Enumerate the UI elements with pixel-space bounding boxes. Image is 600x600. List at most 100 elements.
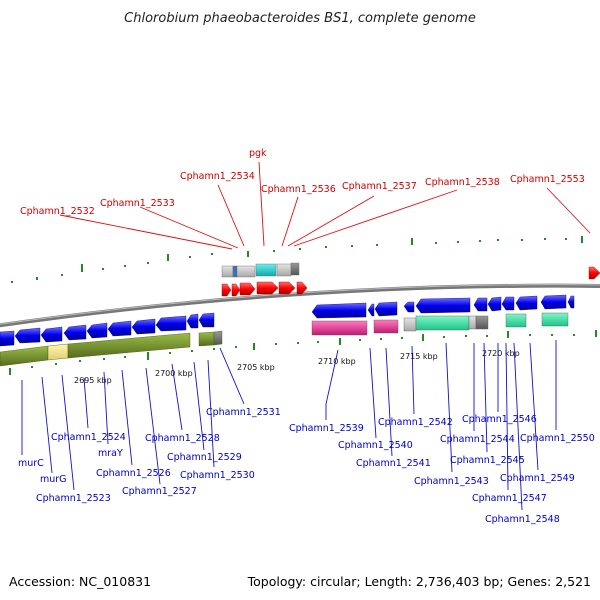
gene-feature[interactable] (232, 265, 238, 278)
gene-feature[interactable] (415, 315, 470, 331)
gene-label-bottom[interactable]: murC (18, 458, 44, 469)
gene-label-bottom[interactable]: Cphamn1_2549 (500, 473, 575, 484)
reverse-gene[interactable] (0, 330, 15, 347)
gene-feature[interactable] (403, 317, 417, 332)
gene-label-bottom[interactable]: Cphamn1_2544 (440, 434, 515, 445)
top-label-leader-lines (59, 161, 591, 250)
gene-feature[interactable] (290, 262, 300, 276)
forward-gene[interactable] (221, 283, 232, 297)
forward-gene[interactable] (256, 281, 279, 295)
gene-label-bottom[interactable]: Cphamn1_2540 (338, 440, 413, 451)
reverse-strand-genes-right (311, 294, 575, 319)
gene-feature[interactable] (0, 345, 49, 367)
reverse-gene[interactable] (186, 313, 199, 329)
forward-gene[interactable] (231, 283, 241, 297)
reverse-gene[interactable] (403, 301, 415, 313)
forward-gene[interactable] (239, 282, 256, 296)
gene-label-bottom[interactable]: Cphamn1_2539 (289, 423, 364, 434)
gene-feature[interactable] (541, 312, 569, 327)
gene-label-bottom[interactable]: Cphamn1_2523 (36, 493, 111, 504)
reverse-gene[interactable] (367, 303, 375, 317)
scale-label: 2695 kbp (74, 376, 112, 385)
gene-label-bottom[interactable]: Cphamn1_2524 (51, 432, 126, 443)
gene-label-bottom[interactable]: Cphamn1_2526 (96, 468, 171, 479)
gene-label-bottom[interactable]: Cphamn1_2531 (206, 407, 281, 418)
gene-label-top[interactable]: Cphamn1_2533 (100, 198, 175, 209)
gene-label-bottom[interactable]: Cphamn1_2545 (450, 455, 525, 466)
top-gene-labels: Cphamn1_2532 Cphamn1_2533 Cphamn1_2534 p… (20, 148, 585, 217)
scale-label: 2710 kbp (318, 357, 356, 366)
gene-label-bottom[interactable]: Cphamn1_2543 (414, 476, 489, 487)
reverse-gene[interactable] (155, 315, 187, 332)
gene-label-top[interactable]: Cphamn1_2532 (20, 206, 95, 217)
scale-label: 2715 kbp (400, 352, 438, 361)
reverse-gene[interactable] (107, 320, 132, 337)
reverse-gene[interactable] (501, 296, 515, 311)
forward-gene[interactable] (278, 281, 296, 295)
reverse-gene[interactable] (63, 324, 87, 341)
forward-gene[interactable] (296, 281, 308, 295)
reverse-gene[interactable] (86, 322, 108, 339)
forward-gene[interactable] (588, 266, 600, 280)
reverse-gene[interactable] (374, 301, 398, 317)
inner-tick-marks (9, 330, 597, 375)
gene-label-bottom[interactable]: Cphamn1_2529 (167, 452, 242, 463)
gene-label-top[interactable]: Cphamn1_2534 (180, 171, 255, 182)
gene-label-top[interactable]: Cphamn1_2553 (510, 174, 585, 185)
gene-feature[interactable] (373, 319, 399, 334)
gene-feature[interactable] (255, 263, 277, 277)
gene-label-top[interactable]: Cphamn1_2538 (425, 177, 500, 188)
gene-label-bottom[interactable]: Cphamn1_2542 (378, 417, 453, 428)
gene-label-bottom[interactable]: Cphamn1_2550 (520, 433, 595, 444)
gene-feature[interactable] (67, 332, 191, 359)
gene-feature[interactable] (236, 265, 256, 278)
reverse-gene[interactable] (14, 327, 41, 344)
reverse-gene[interactable] (515, 295, 538, 311)
bottom-label-leader-lines (21, 340, 557, 511)
scale-label: 2720 kbp (482, 349, 520, 358)
gene-feature[interactable] (475, 315, 489, 330)
genome-summary-text: Topology: circular; Length: 2,736,403 bp… (247, 574, 591, 589)
gene-label-top[interactable]: Cphamn1_2537 (342, 181, 417, 192)
reverse-gene[interactable] (567, 295, 575, 309)
gene-label-bottom[interactable]: Cphamn1_2547 (472, 493, 547, 504)
gene-label-bottom[interactable]: Cphamn1_2528 (145, 433, 220, 444)
reverse-gene[interactable] (131, 318, 156, 335)
scale-label: 2705 kbp (237, 363, 275, 372)
reverse-gene[interactable] (415, 297, 471, 314)
lower-feature-track-left (0, 330, 223, 367)
outer-tick-marks (11, 236, 583, 283)
gene-label-bottom[interactable]: Cphamn1_2530 (180, 470, 255, 481)
reverse-strand-genes-left (0, 312, 215, 347)
gene-feature[interactable] (276, 263, 292, 277)
gene-feature[interactable] (468, 315, 477, 330)
gene-label-top[interactable]: Cphamn1_2536 (261, 184, 336, 195)
gene-label-bottom[interactable]: Cphamn1_2541 (356, 458, 431, 469)
gene-feature[interactable] (221, 265, 234, 278)
reverse-gene[interactable] (540, 294, 567, 310)
gene-label-bottom[interactable]: Cphamn1_2548 (485, 514, 560, 525)
lower-feature-track-right (311, 312, 569, 336)
gene-feature[interactable] (198, 331, 215, 347)
gene-label-bottom[interactable]: Cphamn1_2546 (462, 414, 537, 425)
gene-feature[interactable] (213, 330, 223, 346)
reverse-gene[interactable] (473, 297, 488, 312)
gene-label-bottom[interactable]: Cphamn1_2527 (122, 486, 197, 497)
bottom-gene-labels: murC murG Cphamn1_2523 Cphamn1_2524 mraY… (18, 407, 595, 525)
gene-label-bottom[interactable]: murG (40, 474, 67, 485)
reverse-gene[interactable] (311, 302, 367, 319)
upper-feature-track (221, 262, 300, 278)
map-title: Chlorobium phaeobacteroides BS1, complet… (124, 11, 476, 26)
reverse-gene[interactable] (40, 326, 63, 343)
reverse-gene[interactable] (487, 296, 502, 312)
gene-label-top[interactable]: pgk (249, 148, 267, 159)
reverse-gene[interactable] (198, 312, 215, 328)
forward-strand-genes (221, 266, 600, 297)
accession-text: Accession: NC_010831 (9, 574, 151, 589)
gene-feature[interactable] (505, 313, 527, 328)
gene-feature[interactable] (47, 343, 69, 361)
gene-feature[interactable] (311, 320, 368, 336)
gene-label-bottom[interactable]: mraY (98, 448, 123, 459)
